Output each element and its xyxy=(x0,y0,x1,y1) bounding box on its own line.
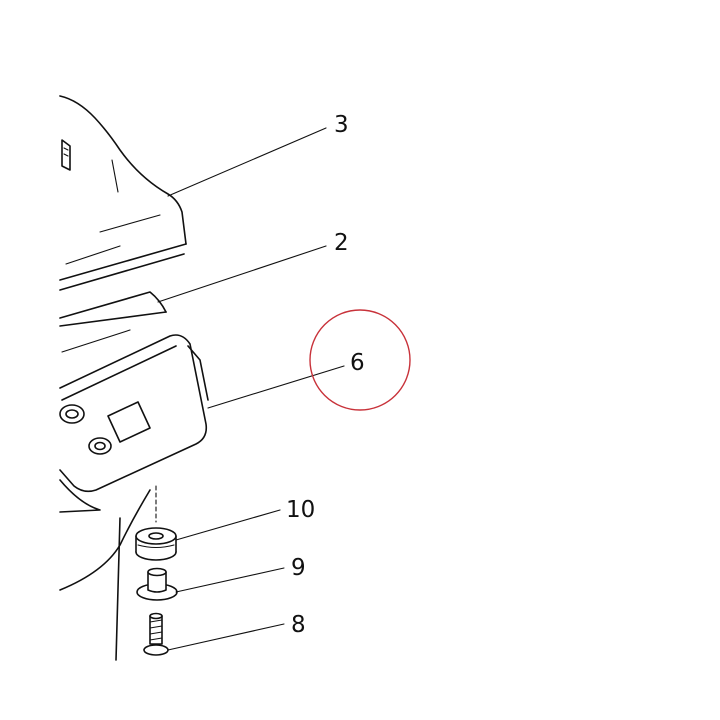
leader-3 xyxy=(167,127,327,197)
lower-body xyxy=(59,479,157,661)
leader-8 xyxy=(167,623,285,651)
callout-2: 2 xyxy=(334,230,349,256)
callout-6: 6 xyxy=(350,350,365,376)
part-2-gasket xyxy=(59,291,167,353)
part-6-panel xyxy=(59,334,209,493)
leader-6 xyxy=(207,365,345,409)
part-8-bolt xyxy=(143,612,169,656)
callout-10: 10 xyxy=(286,497,315,523)
part-9-sleeve xyxy=(136,567,178,601)
callout-9: 9 xyxy=(291,555,306,581)
leader-9 xyxy=(175,567,285,593)
callout-3: 3 xyxy=(334,112,349,138)
highlight-circle xyxy=(309,309,411,411)
leader-10 xyxy=(175,509,281,541)
leader-lines xyxy=(157,127,345,651)
part-10-grommet xyxy=(135,527,177,561)
leader-2 xyxy=(157,245,327,303)
part-3-cover xyxy=(59,95,187,291)
callout-8: 8 xyxy=(291,612,306,638)
